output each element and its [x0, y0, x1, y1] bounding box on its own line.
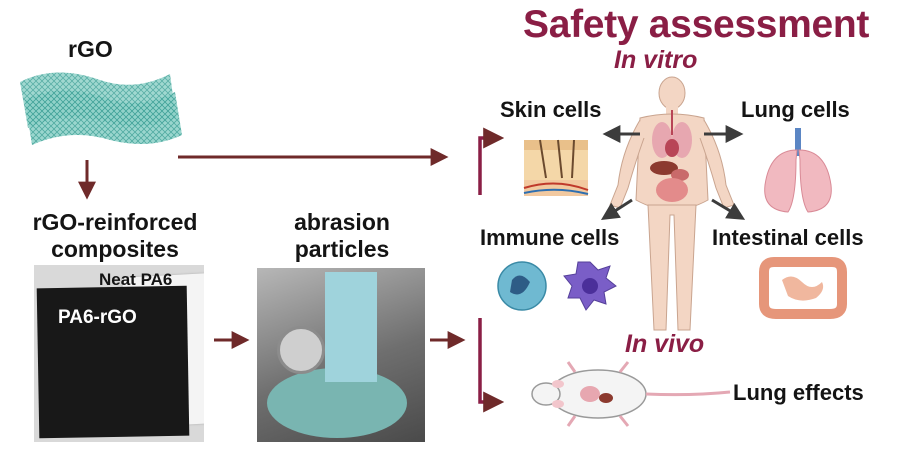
lung-effects-label: Lung effects [733, 380, 864, 405]
composites-photo [34, 265, 204, 442]
in-vivo-heading: In vivo [625, 330, 705, 358]
immune-cells-label: Immune cells [480, 225, 620, 250]
particles-label-line-2: particles [294, 236, 390, 262]
abrasion-particles-photo [257, 268, 425, 442]
lungs-illustration [764, 128, 832, 213]
particles-label-line-1: abrasion [294, 209, 390, 235]
rgo-label: rGO [68, 36, 113, 62]
arrow-to-in-vitro [478, 127, 505, 195]
lung-cells-label: Lung cells [741, 97, 850, 122]
arrow-to-in-vivo [478, 318, 505, 413]
skin-cells-illustration [523, 139, 589, 196]
particles-label: abrasion particles [262, 209, 422, 263]
intestine-illustration [759, 257, 847, 319]
intestinal-cells-label: Intestinal cells [712, 225, 864, 250]
skin-cells-label: Skin cells [500, 97, 602, 122]
composites-label-line-2: composites [51, 236, 179, 262]
arrow-body-to-immune [600, 198, 633, 220]
pa6-rgo-label: PA6-rGO [58, 307, 137, 328]
rgo-sheets-illustration [20, 72, 182, 145]
page-title: Safety assessment [523, 3, 870, 46]
neat-pa6-label: Neat PA6 [99, 270, 173, 289]
immune-cells-illustration [497, 261, 617, 311]
composites-label: rGO-reinforced composites [10, 209, 220, 263]
in-vitro-heading: In vitro [614, 46, 698, 74]
composites-label-line-1: rGO-reinforced [32, 209, 198, 235]
mouse-illustration [531, 361, 731, 427]
arrow-body-to-intestinal [711, 198, 746, 220]
human-body-illustration [609, 76, 735, 331]
abrasion-block [325, 272, 377, 382]
